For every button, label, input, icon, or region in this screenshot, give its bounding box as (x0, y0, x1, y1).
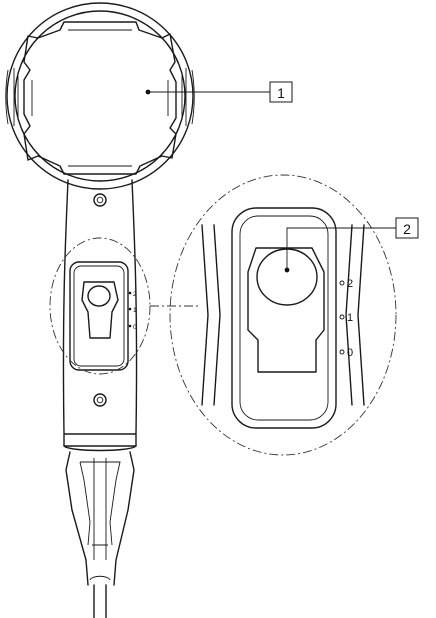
pos-label-0: 0 (347, 347, 353, 359)
pos-label-1: 1 (347, 312, 353, 324)
cord-strain-relief (65, 451, 135, 618)
callout-1-label: 1 (277, 85, 285, 101)
heat-setting-switch (247, 247, 325, 373)
diffuser-ring (23, 21, 177, 175)
switch-slider-small (81, 281, 119, 339)
callout-1: 1 (148, 81, 293, 103)
small-pos-2: 2 (133, 291, 137, 298)
dryer-head (5, 2, 195, 190)
small-pos-0: 0 (133, 324, 137, 331)
dryer-handle: 2 1 0 (62, 179, 138, 452)
callout-2-label: 2 (403, 221, 411, 237)
pos-label-2: 2 (347, 278, 353, 290)
callout-2: 2 (286, 217, 419, 270)
switch-detail-view: 2 1 0 (169, 174, 397, 456)
small-pos-1: 1 (133, 307, 137, 314)
